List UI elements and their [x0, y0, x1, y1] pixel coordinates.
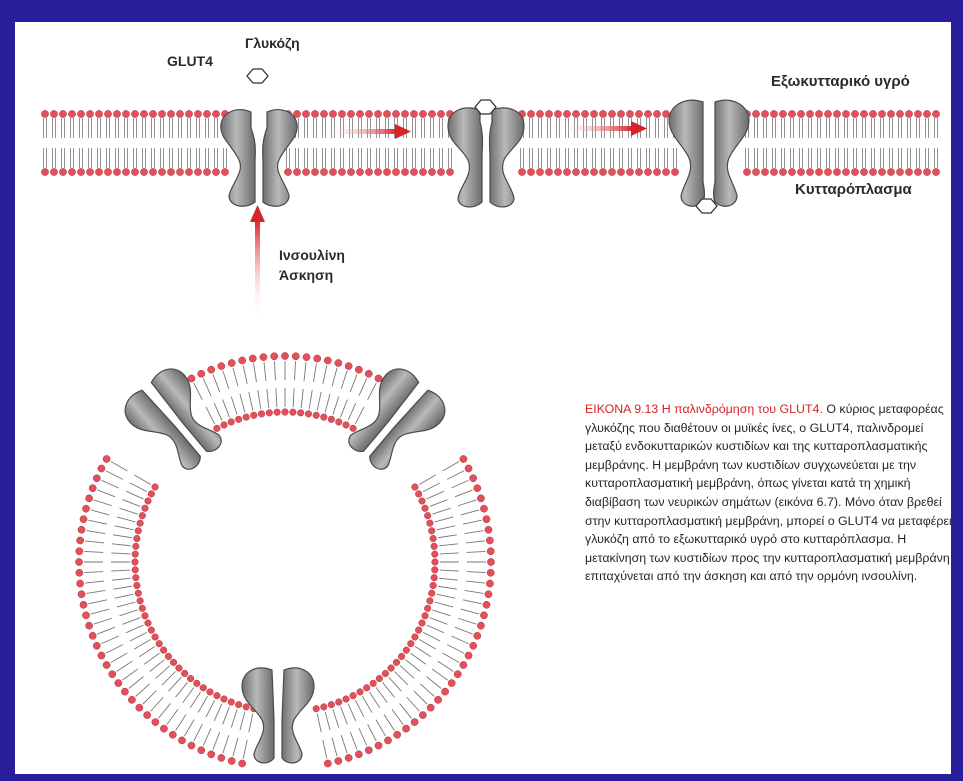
caption-body: Ο κύριος μεταφορέας γλυκόζης που διαθέτο… [585, 402, 952, 583]
exercise-label: Άσκηση [279, 267, 333, 283]
caption-title: ΕΙΚΟΝΑ 9.13 Η παλινδρόμηση του GLUT4. [585, 402, 823, 416]
insulin-exercise-arrow [250, 205, 265, 320]
cytoplasm-label: Κυτταρόπλασμα [795, 181, 913, 198]
glucose-label: Γλυκόζη [245, 35, 300, 51]
glut4-figure: Γλυκόζη GLUT4 Εξωκυτταρικό υγρό Κυτταρόπ… [15, 22, 951, 774]
glut4-transporter-open-out [221, 110, 297, 207]
insulin-label: Ινσουλίνη [279, 247, 345, 263]
translocation-arrow-1 [323, 124, 411, 139]
glut4-vesicle-topleft [118, 362, 234, 481]
glut4-vesicle-topright [336, 362, 452, 481]
extracellular-label: Εξωκυτταρικό υγρό [771, 73, 910, 90]
glut4-transporter-open-in [669, 100, 749, 206]
glut4-transporter-bound [448, 108, 524, 207]
textbook-page: Γλυκόζη GLUT4 Εξωκυτταρικό υγρό Κυτταρόπ… [15, 22, 951, 774]
figure-caption: ΕΙΚΟΝΑ 9.13 Η παλινδρόμηση του GLUT4. Ο … [585, 400, 953, 586]
glucose-molecule-outside [247, 69, 268, 83]
glut4-label: GLUT4 [167, 53, 213, 69]
